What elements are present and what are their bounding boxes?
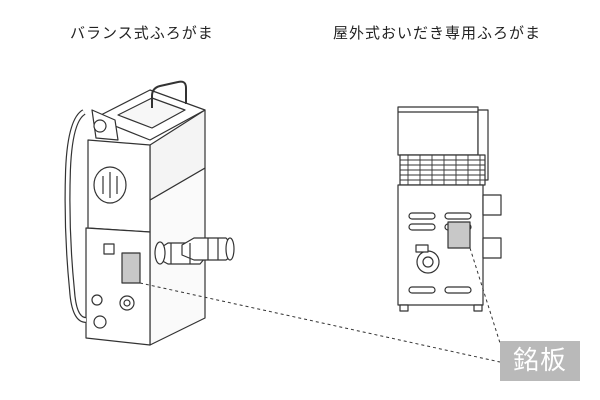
left-nameplate: [121, 252, 141, 284]
nameplate-leader-lines: [139, 247, 501, 363]
balanced-boiler-illustration: [64, 80, 235, 346]
balanced-boiler-title: バランス式ふろがま: [70, 24, 214, 42]
outdoor-boiler-illustration: [397, 106, 502, 312]
nameplate-badge: 銘板: [500, 341, 580, 381]
outdoor-boiler-title: 屋外式おいだき専用ふろがま: [333, 24, 542, 42]
right-nameplate: [447, 221, 471, 249]
